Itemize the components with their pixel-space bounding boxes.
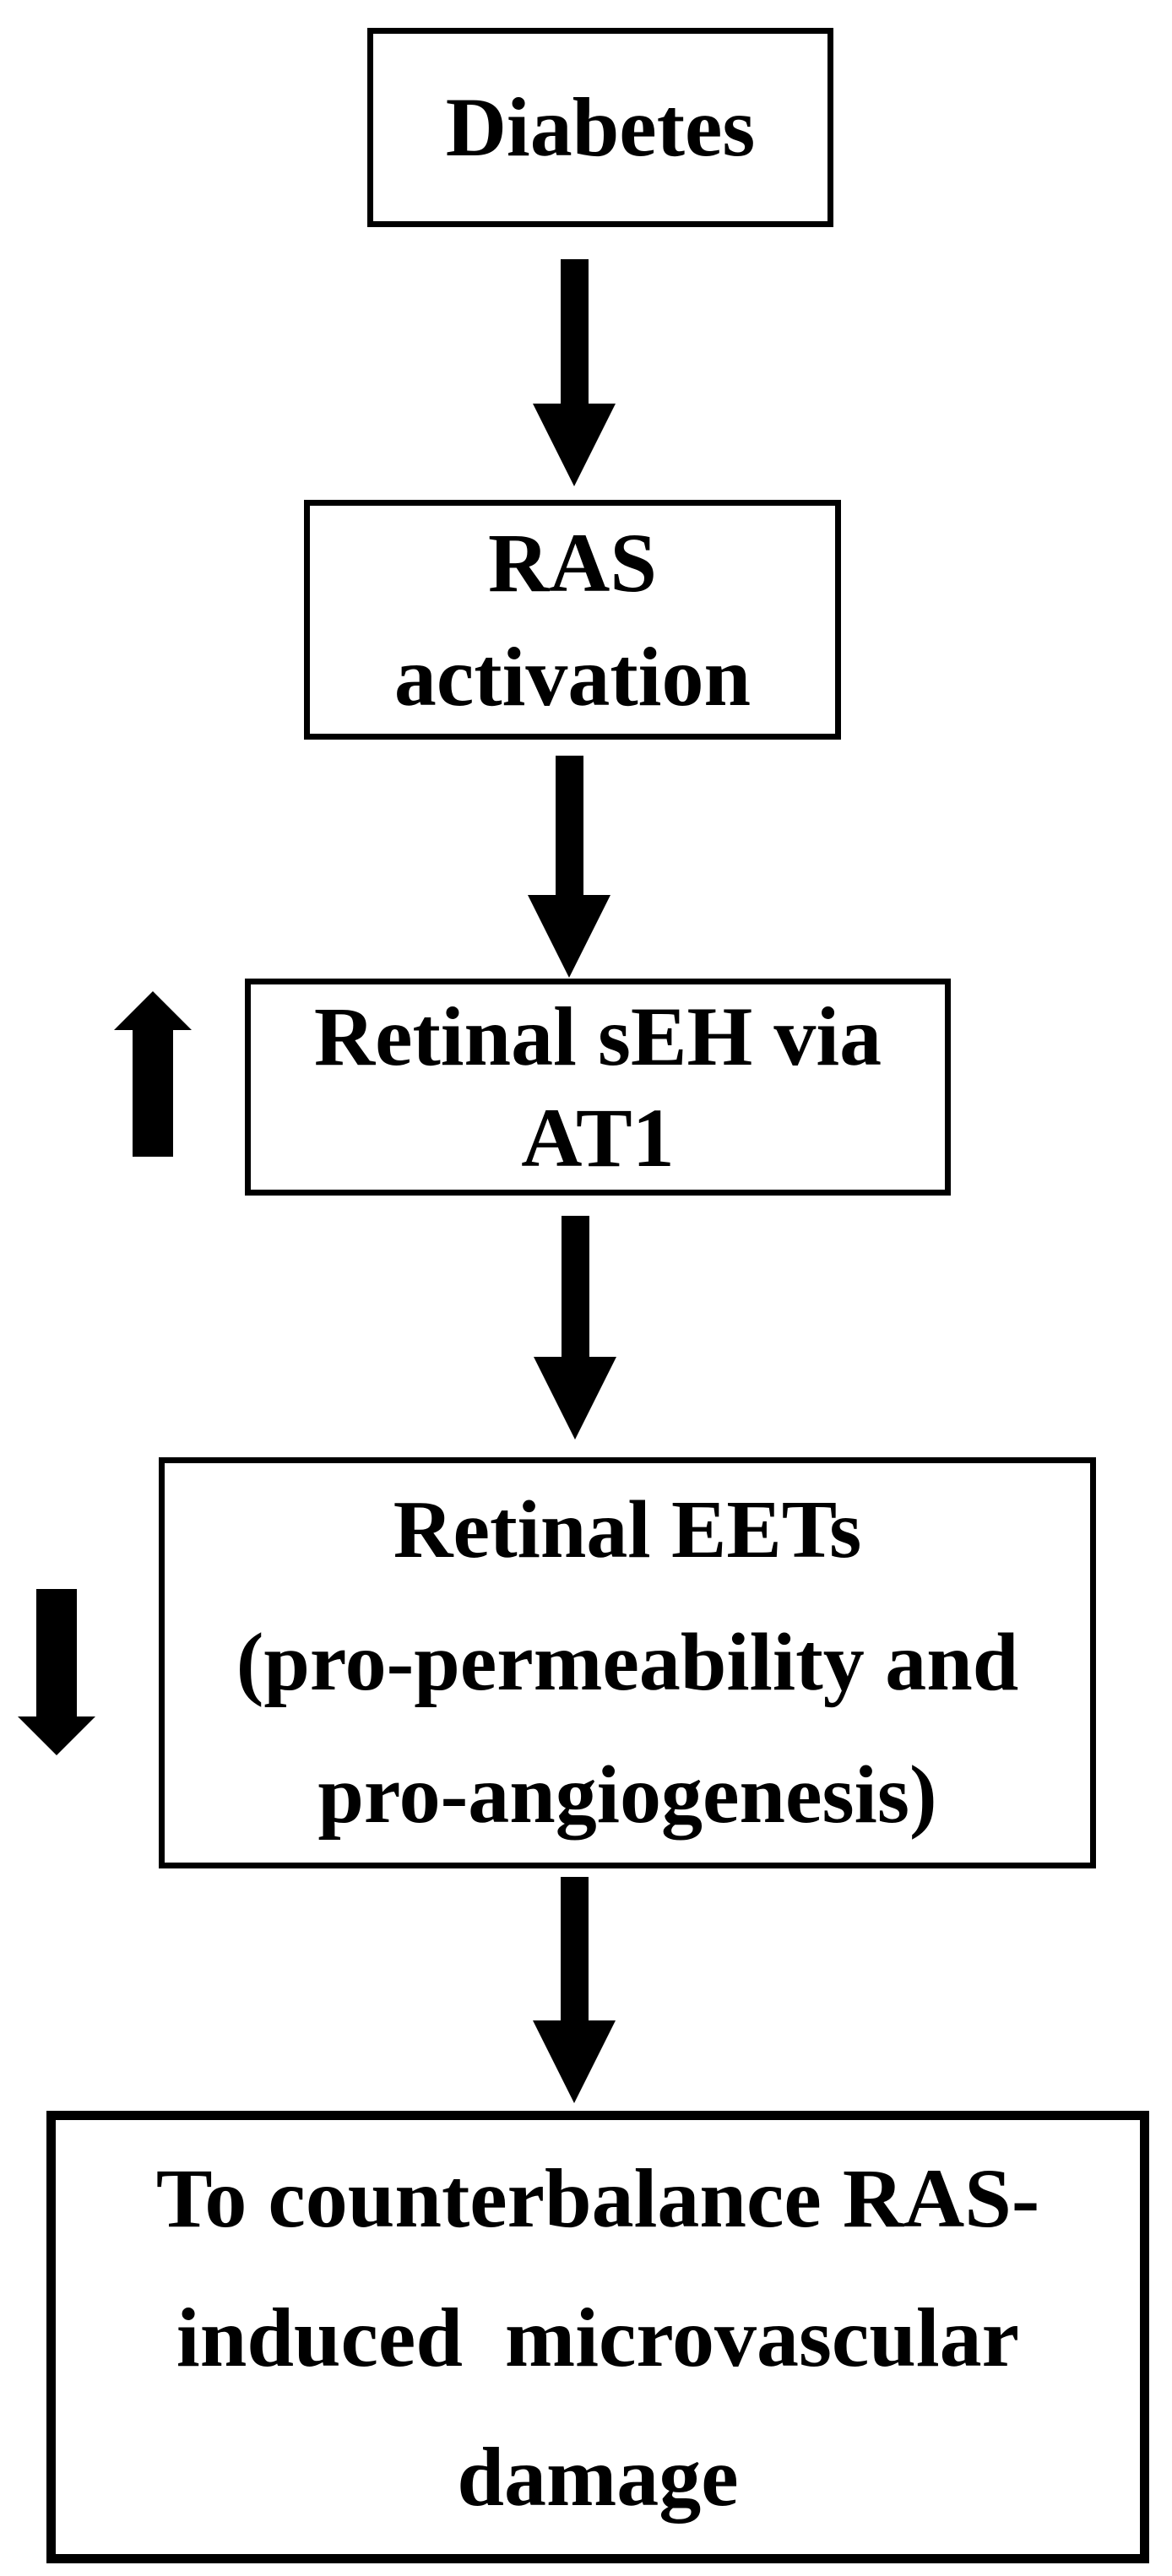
node-line: (pro-permeability and: [236, 1617, 1019, 1709]
node-line: Retinal EETs: [393, 1484, 862, 1576]
node-line: pro-angiogenesis): [317, 1749, 937, 1841]
node-line: Retinal sEH via: [313, 989, 882, 1083]
decrease-down-arrow-icon: [18, 1589, 95, 1755]
down-arrow-connector-4: [533, 1877, 616, 2103]
node-retinal-eets: Retinal EETs (pro-permeability and pro-a…: [159, 1457, 1096, 1868]
arrow-shaft: [560, 259, 589, 404]
down-arrow-connector-2: [528, 756, 610, 978]
arrow-head-icon: [533, 2020, 616, 2103]
down-arrow-connector-3: [534, 1216, 616, 1440]
arrow-head-icon: [534, 1357, 616, 1440]
arrow-shaft: [560, 1877, 589, 2020]
node-line: AT1: [521, 1090, 675, 1185]
node-retinal-seh-at1: Retinal sEH via AT1: [245, 979, 951, 1196]
node-counterbalance: To counterbalance RAS- induced microvasc…: [46, 2111, 1149, 2563]
arrow-head-icon: [114, 991, 192, 1030]
node-line: activation: [393, 630, 751, 724]
arrow-shaft: [555, 756, 583, 895]
down-arrow-connector-1: [533, 259, 616, 486]
node-line: To counterbalance RAS-: [155, 2150, 1040, 2245]
node-line: induced microvascular: [176, 2290, 1020, 2384]
node-line: RAS: [487, 516, 658, 610]
arrow-head-icon: [18, 1716, 95, 1755]
node-diabetes: Diabetes: [367, 28, 833, 227]
node-line: damage: [457, 2429, 739, 2524]
arrow-shaft: [36, 1589, 77, 1716]
increase-up-arrow-icon: [114, 991, 192, 1157]
node-line: Diabetes: [445, 80, 756, 174]
arrow-shaft: [133, 1030, 173, 1157]
arrow-head-icon: [528, 895, 610, 978]
node-ras-activation: RAS activation: [304, 500, 841, 740]
arrow-head-icon: [533, 404, 616, 486]
arrow-shaft: [561, 1216, 589, 1357]
